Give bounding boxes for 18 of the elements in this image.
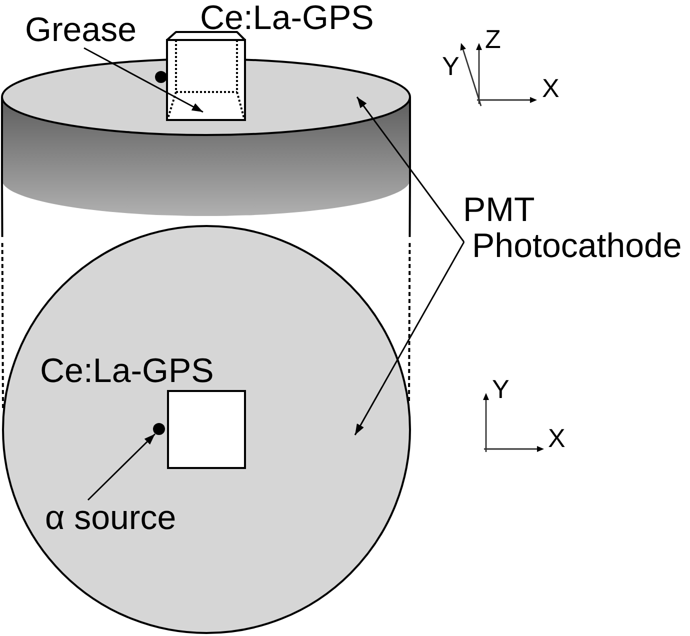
- axis-label: Z: [485, 25, 501, 53]
- callout-label: α source: [45, 500, 176, 536]
- leader-arrow: [356, 96, 465, 242]
- leader-arrow: [354, 242, 465, 436]
- axis-label: X: [548, 424, 566, 452]
- leader-arrow: [84, 47, 204, 113]
- axis-label: X: [542, 74, 560, 102]
- axis-label: Y: [492, 375, 510, 403]
- projection-line: [1, 180, 4, 409]
- source-dot-icon: [153, 423, 165, 435]
- callout-label: Grease: [25, 12, 136, 48]
- callout-label: PMT Photocathode: [463, 192, 690, 264]
- pmt-cylinder: [1, 57, 412, 218]
- crystal-label: Ce:La-GPS: [40, 353, 214, 389]
- leader-arrow: [87, 433, 156, 501]
- axis-label: Y: [442, 52, 460, 80]
- projection-line: [408, 180, 411, 401]
- crystal-label: Ce:La-GPS: [200, 0, 374, 36]
